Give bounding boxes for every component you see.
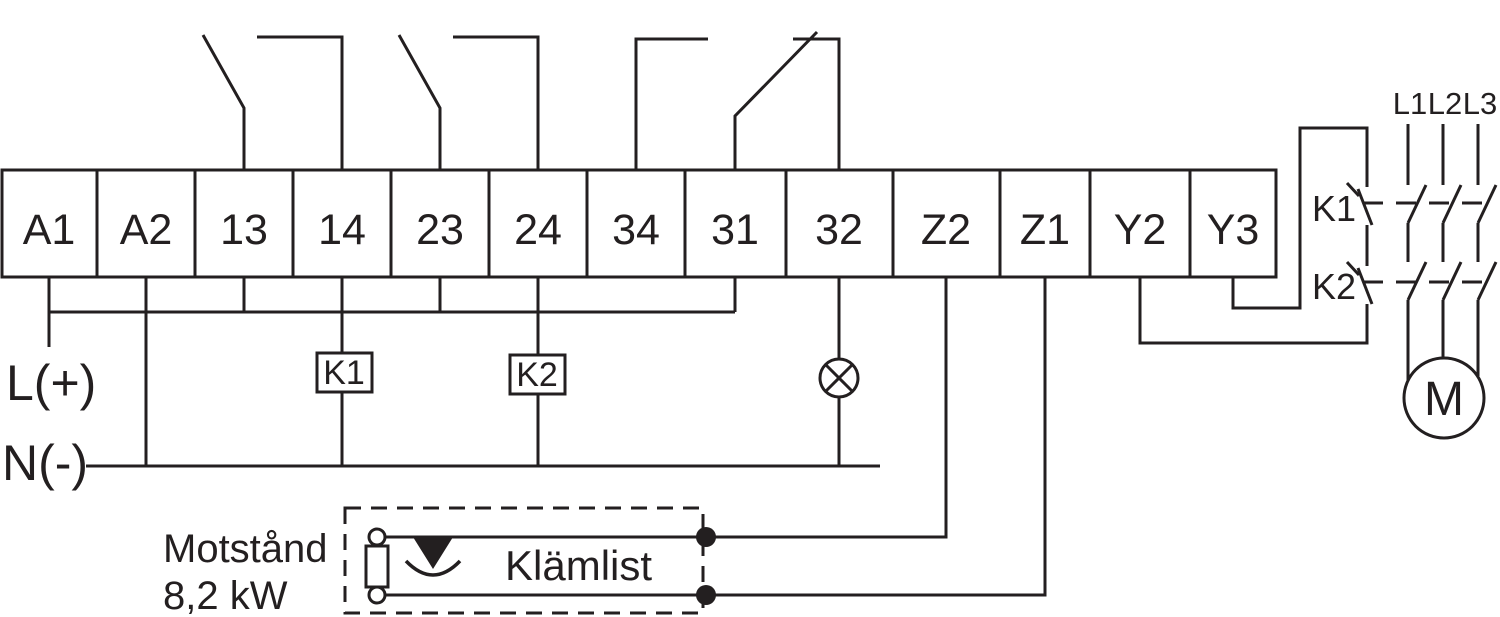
phase-label-l2: L2 — [1428, 86, 1462, 121]
terminal-block-outline — [0, 168, 1278, 279]
terminal-label-14: 14 — [318, 206, 366, 254]
power-circuit: K1 K2 L1 L2 L3 — [1138, 86, 1498, 440]
terminal-block-dividers — [95, 170, 1192, 277]
contact-23-blade — [397, 34, 442, 170]
k1-coil-box — [315, 351, 374, 394]
motor-icon: M — [1402, 356, 1486, 440]
supply-negative-label: N(-) — [2, 435, 88, 491]
terminal-label-13: 13 — [220, 206, 268, 254]
junction-dot-bottom — [696, 585, 716, 605]
phase-l2-line — [1441, 124, 1463, 358]
terminal-block: A1 A2 13 14 23 24 34 31 32 Z2 Z1 Y2 Y3 — [0, 168, 1278, 279]
phase-l1-line — [1406, 124, 1428, 381]
terminal-label-z1: Z1 — [1020, 206, 1070, 254]
k1-contact-label: K1 — [1312, 188, 1356, 229]
terminal-label-y3: Y3 — [1207, 206, 1260, 254]
terminal-label-32: 32 — [815, 206, 863, 254]
k2-aux-contact — [1345, 260, 1374, 305]
brake-arrow-icon — [404, 537, 462, 577]
contact-32-fixed — [793, 37, 841, 170]
terminal-label-34: 34 — [612, 206, 660, 254]
phase-label-l3: L3 — [1463, 86, 1497, 121]
k2-coil-box — [508, 353, 567, 396]
terminal-label-31: 31 — [711, 206, 759, 254]
resistor-icon — [364, 527, 390, 605]
terminal-label-z2: Z2 — [921, 206, 971, 254]
terminal-label-y2: Y2 — [1114, 206, 1167, 254]
contact-31-blade — [733, 30, 819, 170]
terminal-strip-dashed-box — [343, 506, 705, 615]
contact-34-fixed — [634, 37, 708, 170]
relay-output-contacts — [201, 30, 841, 170]
k1-coil-label: K1 — [323, 354, 365, 392]
k2-coil-label: K2 — [516, 356, 558, 394]
junction-dot-top — [696, 527, 716, 547]
phase-l3-line — [1476, 124, 1498, 376]
supply-positive-label: L(+) — [6, 355, 96, 411]
resistor-caption-line2: 8,2 kW — [163, 574, 288, 617]
control-wiring: K1 K2 L(+) N(-) — [2, 277, 880, 491]
wire-y2-branch — [1138, 277, 1369, 345]
wire-y3-branch — [1231, 126, 1369, 310]
terminal-label-a2: A2 — [120, 206, 173, 254]
phase-label-l1: L1 — [1393, 86, 1427, 121]
terminal-label-23: 23 — [416, 206, 464, 254]
contact-13-blade — [201, 34, 246, 170]
wire-strip-z2 — [385, 277, 948, 539]
wire-strip-z1 — [385, 277, 1047, 597]
contact-14-fixed — [257, 35, 344, 170]
terminal-labels: A1 A2 13 14 23 24 34 31 32 Z2 Z1 Y2 Y3 — [23, 206, 1260, 254]
terminal-label-a1: A1 — [23, 206, 76, 254]
terminal-strip-label: Klämlist — [505, 542, 652, 589]
indicator-lamp-icon — [818, 357, 860, 399]
resistor-caption-line1: Motstånd — [163, 527, 328, 571]
k1-aux-contact — [1345, 181, 1374, 266]
phase-labels: L1 L2 L3 — [1393, 86, 1497, 121]
motor-label: M — [1424, 373, 1464, 426]
brake-resistor-section: Motstånd 8,2 kW Klämlist — [163, 277, 1047, 617]
terminal-label-24: 24 — [514, 206, 562, 254]
k2-contact-label: K2 — [1312, 266, 1356, 307]
contact-24-fixed — [453, 35, 540, 170]
